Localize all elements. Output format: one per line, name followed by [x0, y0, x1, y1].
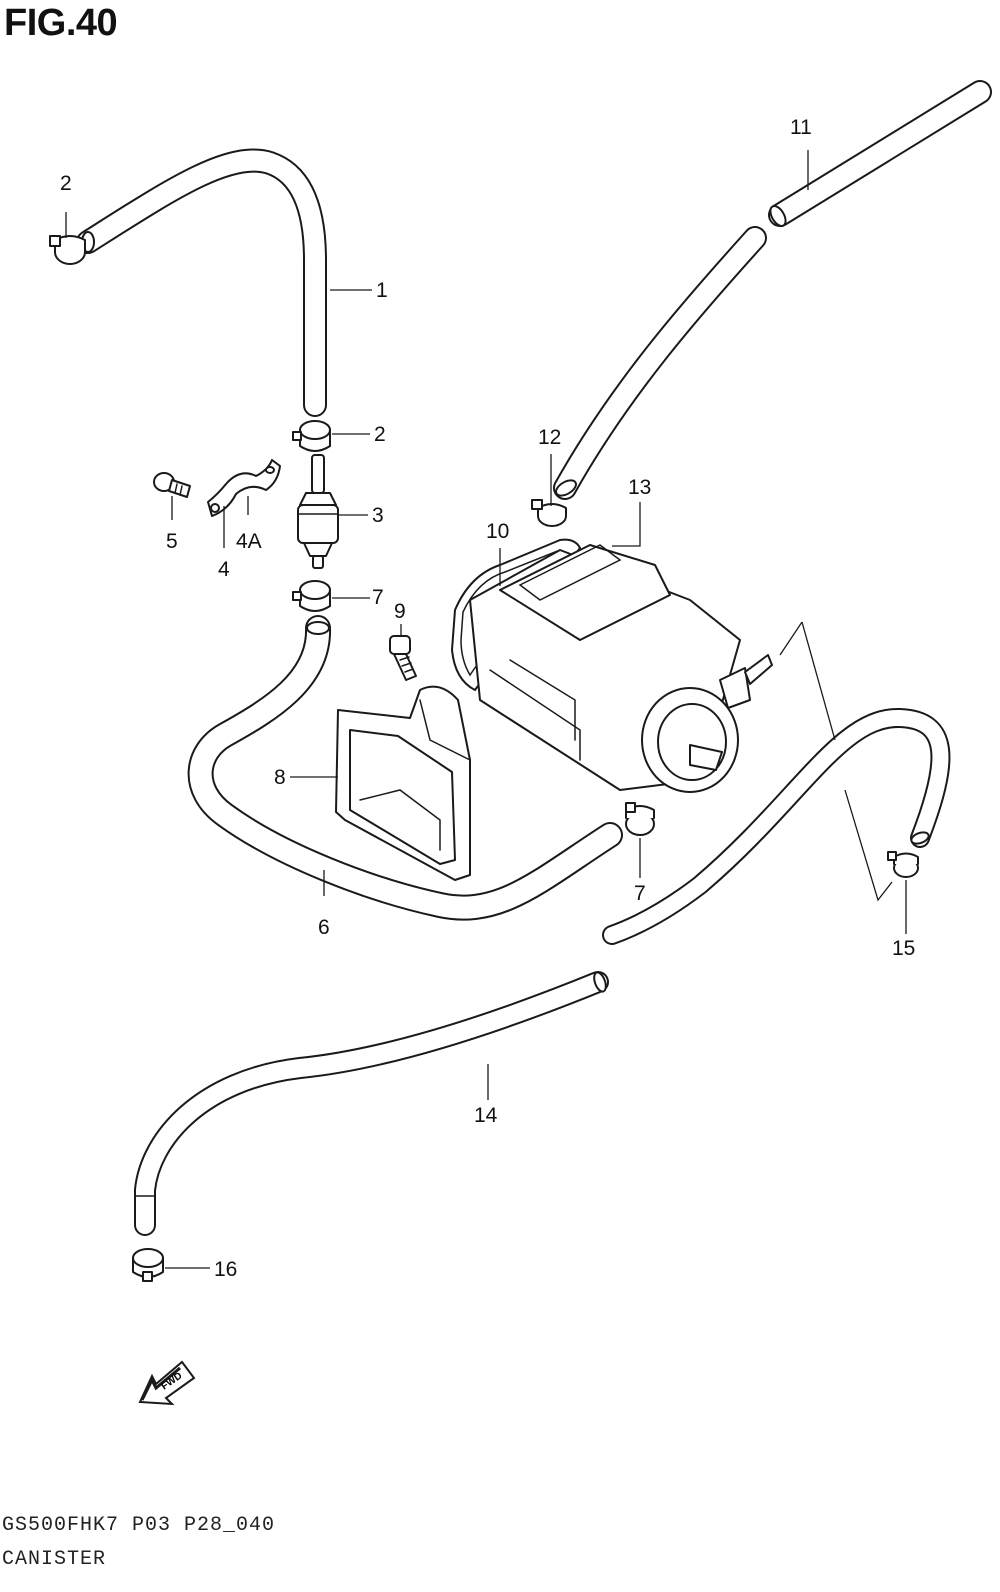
footer-code: GS500FHK7 P03 P28_040 — [2, 1514, 276, 1537]
callout-2-middle: 2 — [374, 423, 386, 446]
hose-15 — [602, 707, 951, 945]
callout-4: 4 — [218, 558, 230, 581]
callout-6: 6 — [318, 916, 330, 939]
figure-title: FIG.40 — [4, 2, 118, 44]
callout-8: 8 — [274, 766, 286, 789]
callout-9: 9 — [394, 600, 406, 623]
callout-7-lower: 7 — [634, 882, 646, 905]
callout-3: 3 — [372, 504, 384, 527]
callout-10: 10 — [486, 520, 509, 543]
clamp-12 — [531, 499, 567, 527]
callout-4a: 4A — [236, 530, 262, 553]
bolt-5 — [153, 472, 191, 498]
callout-5: 5 — [166, 530, 178, 553]
hose-14 — [134, 971, 609, 1236]
hose-11 — [553, 80, 992, 500]
callout-12: 12 — [538, 426, 561, 449]
hose-1 — [76, 148, 327, 417]
callout-13: 13 — [628, 476, 651, 499]
callout-11: 11 — [790, 116, 812, 139]
clamp-15 — [887, 851, 919, 878]
clamp-7-lower — [625, 802, 655, 836]
canister-13 — [469, 544, 773, 793]
group-indicator-lines — [779, 621, 893, 902]
callout-15: 15 — [892, 937, 915, 960]
callout-1: 1 — [376, 279, 388, 302]
bolt-9 — [389, 635, 417, 681]
clamp-16 — [132, 1248, 164, 1282]
callouts: 1 2 2 3 4 4A 5 6 7 7 8 9 10 11 12 13 14 … — [60, 116, 915, 1281]
fwd-arrow: FWD — [138, 1360, 196, 1406]
valve-3 — [297, 454, 339, 569]
clamp-4 — [207, 459, 281, 517]
hose-6 — [187, 615, 623, 921]
callout-2-top: 2 — [60, 172, 72, 195]
leader-lines — [65, 150, 907, 1269]
callout-7-upper: 7 — [372, 586, 384, 609]
clamp-2-top — [49, 235, 86, 265]
callout-16: 16 — [214, 1258, 237, 1281]
footer-name: CANISTER — [2, 1548, 107, 1571]
clamp-7-upper — [292, 580, 331, 612]
bracket-8 — [335, 685, 471, 881]
callout-14: 14 — [474, 1104, 498, 1127]
clamp-2-middle — [292, 420, 331, 452]
